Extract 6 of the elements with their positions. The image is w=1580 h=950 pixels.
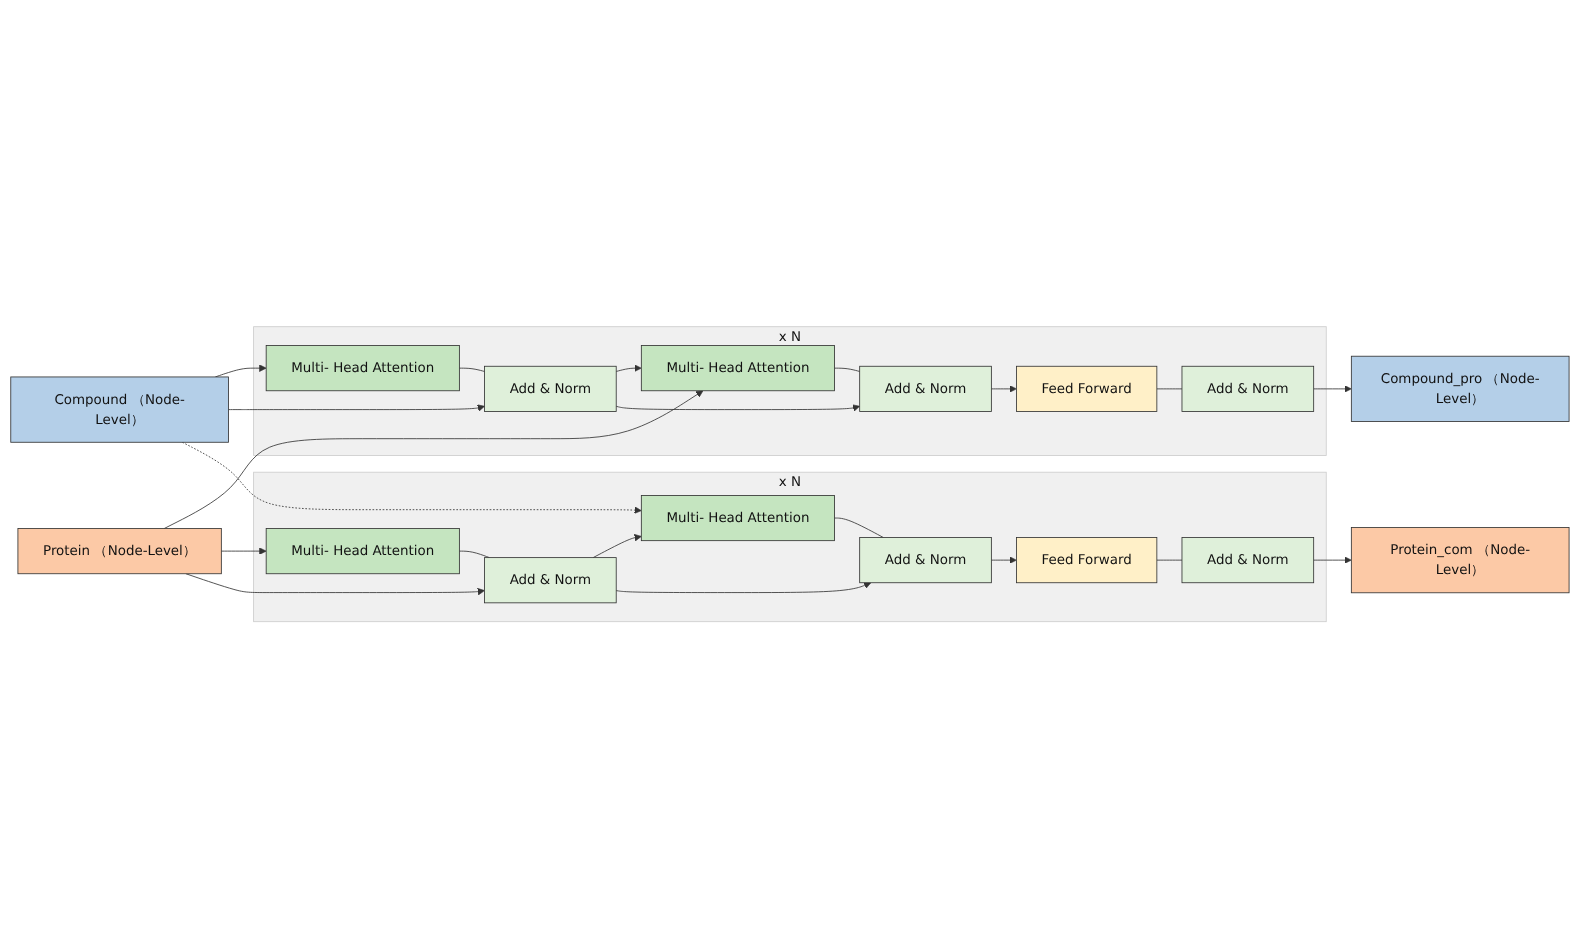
connector — [834, 518, 884, 539]
connector — [1156, 560, 1183, 562]
connector — [1156, 389, 1183, 391]
connector — [834, 368, 861, 373]
connector — [459, 551, 490, 559]
connector — [459, 368, 485, 373]
